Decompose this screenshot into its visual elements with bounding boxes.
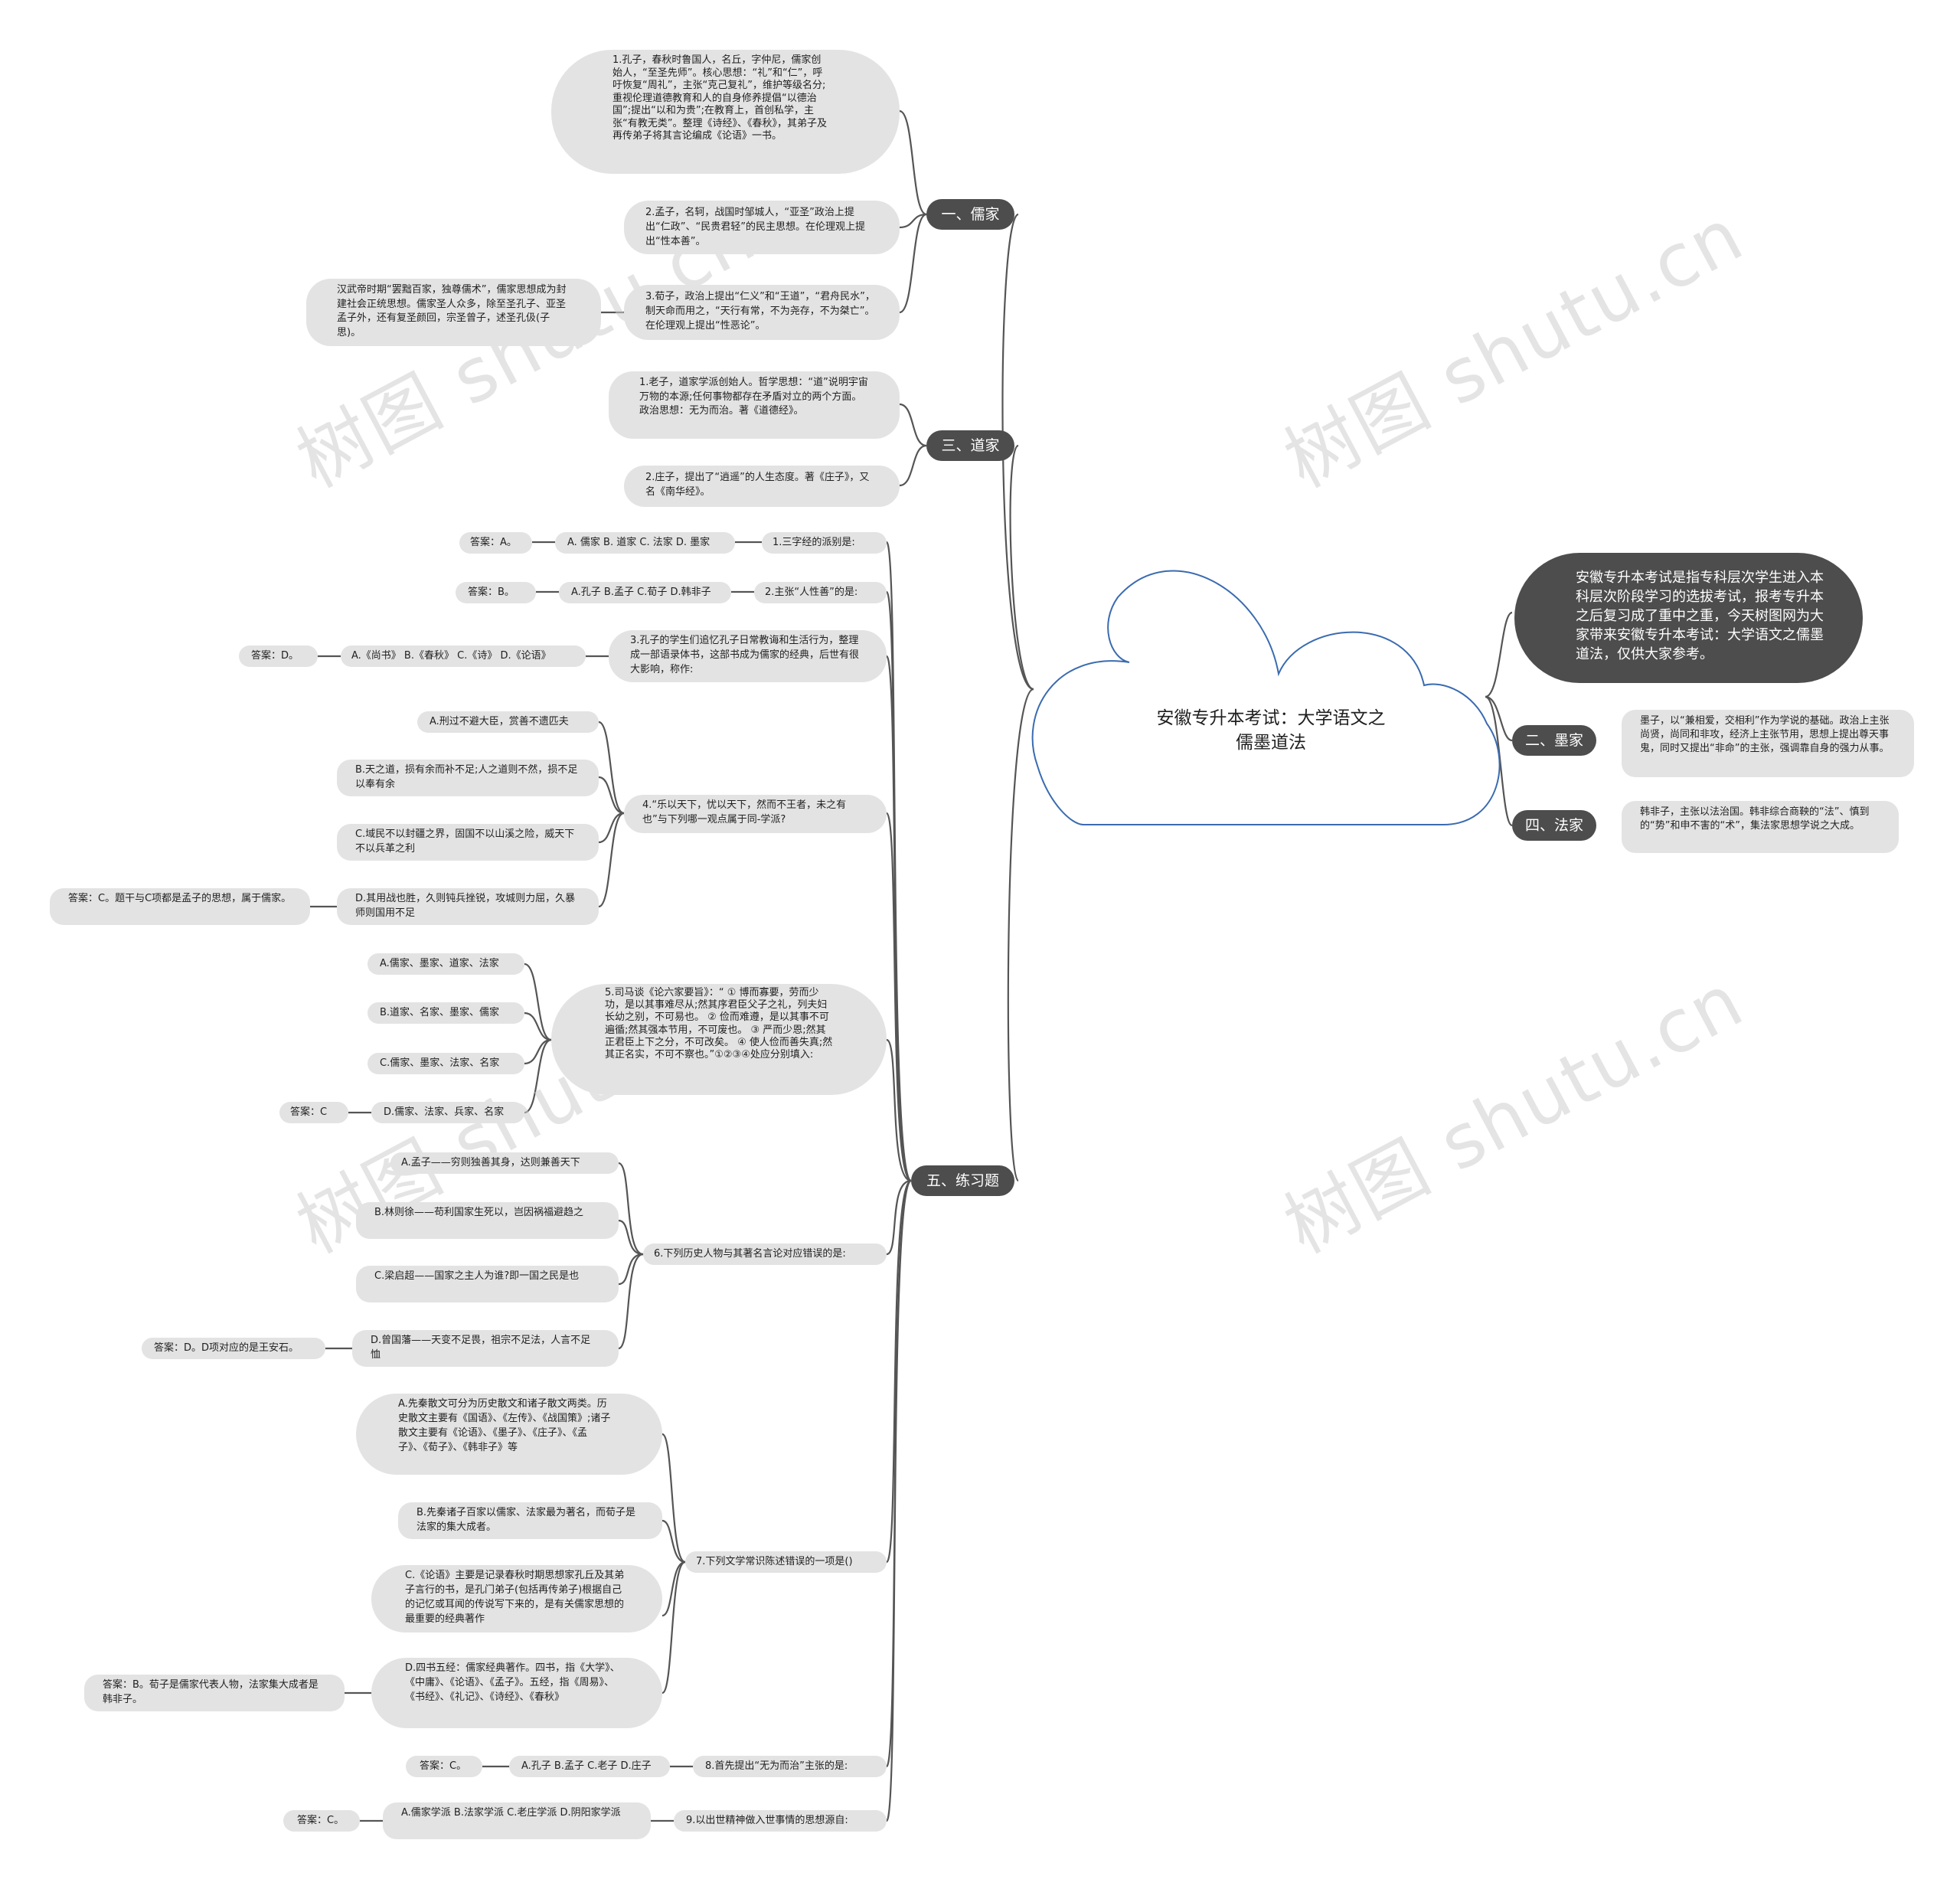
q7-option-c[interactable]: C.《论语》主要是记录春秋时期思想家孔丘及其弟子言行的书，是孔门弟子(包括再传弟… xyxy=(371,1565,662,1632)
q5-answer[interactable]: 答案：C xyxy=(279,1102,348,1123)
q5-option-d[interactable]: D.儒家、法家、兵家、名家 xyxy=(371,1102,524,1123)
q3-answer[interactable]: 答案：D。 xyxy=(239,645,318,667)
branch-rujia[interactable]: 一、儒家 xyxy=(926,199,1014,230)
q5-option-a[interactable]: A.儒家、墨家、道家、法家 xyxy=(368,953,524,975)
rujia-node-2[interactable]: 2.孟子，名轲，战国时邹城人，“亚圣”政治上提出“仁政”、“民贵君轻”的民主思想… xyxy=(624,201,900,254)
q4-option-a[interactable]: A.刑过不避大臣，赏善不遗匹夫 xyxy=(417,711,599,733)
mojia-node[interactable]: 墨子，以“兼相爱，交相利”作为学说的基础。政治上主张尚贤，尚同和非攻，经济上主张… xyxy=(1622,710,1914,777)
q9-question[interactable]: 9.以出世精神做入世事情的思想源自: xyxy=(674,1810,887,1832)
q5-question[interactable]: 5.司马谈《论六家要旨》：“ ① 博而寡要，劳而少功，是以其事难尽从;然其序君臣… xyxy=(551,984,887,1095)
q7-option-d[interactable]: D.四书五经：儒家经典著作。四书，指《大学》、《中庸》、《论语》、《孟子》。五经… xyxy=(371,1658,662,1728)
rujia-node-3[interactable]: 3.荀子，政治上提出“仁义”和“王道”，“君舟民水”，制天命而用之，“天行有常，… xyxy=(624,285,900,340)
q1-options[interactable]: A. 儒家 B. 道家 C. 法家 D. 墨家 xyxy=(555,532,735,554)
q6-option-c[interactable]: C.梁启超——国家之主人为谁?即一国之民是也 xyxy=(356,1266,619,1302)
q7-answer[interactable]: 答案：B。荀子是儒家代表人物，法家集大成者是韩非子。 xyxy=(84,1675,345,1711)
q6-option-a[interactable]: A.孟子——穷则独善其身，达则兼善天下 xyxy=(390,1152,619,1174)
q3-question[interactable]: 3.孔子的学生们追忆孔子日常教诲和生活行为，整理成一部语录体书，这部书成为儒家的… xyxy=(609,630,887,682)
rujia-node-3-note[interactable]: 汉武帝时期“罢黜百家，独尊儒术”，儒家思想成为封建社会正统思想。儒家圣人众多，除… xyxy=(306,279,601,346)
q7-option-b[interactable]: B.先秦诸子百家以儒家、法家最为著名，而荀子是法家的集大成者。 xyxy=(398,1502,662,1539)
q2-options[interactable]: A.孔子 B.孟子 C.荀子 D.韩非子 xyxy=(559,582,731,603)
q1-question[interactable]: 1.三字经的派别是: xyxy=(762,532,887,554)
root-title[interactable]: 安徽专升本考试：大学语文之儒墨道法 xyxy=(1156,708,1386,753)
q1-answer[interactable]: 答案：A。 xyxy=(459,532,532,554)
q4-option-b[interactable]: B.天之道，损有余而补不足;人之道则不然，损不足以奉有余 xyxy=(337,760,599,796)
daojia-node-2[interactable]: 2.庄子，提出了“逍遥”的人生态度。著《庄子》，又名《南华经》。 xyxy=(624,466,900,507)
q2-question[interactable]: 2.主张“人性善”的是: xyxy=(754,582,887,603)
q5-option-c[interactable]: C.儒家、墨家、法家、名家 xyxy=(368,1053,524,1074)
q4-answer[interactable]: 答案：C。题干与C项都是孟子的思想，属于儒家。 xyxy=(50,888,310,925)
branch-exercises[interactable]: 五、练习题 xyxy=(911,1165,1014,1196)
q5-option-b[interactable]: B.道家、名家、墨家、儒家 xyxy=(368,1002,524,1024)
q4-option-d[interactable]: D.其用战也胜，久则钝兵挫锐，攻城则力屈，久暴师则国用不足 xyxy=(337,888,599,925)
intro-node[interactable]: 安徽专升本考试是指专科层次学生进入本科层次阶段学习的选拔考试，报考专升本之后复习… xyxy=(1514,553,1863,683)
q4-option-c[interactable]: C.域民不以封疆之界，固国不以山溪之险，威天下不以兵革之利 xyxy=(337,824,599,861)
q9-options[interactable]: A.儒家学派 B.法家学派 C.老庄学派 D.阴阳家学派 xyxy=(383,1802,651,1839)
q7-question[interactable]: 7.下列文学常识陈述错误的一项是() xyxy=(685,1551,887,1573)
q3-options[interactable]: A.《尚书》 B.《春秋》 C.《诗》 D.《论语》 xyxy=(341,645,586,667)
q8-options[interactable]: A.孔子 B.孟子 C.老子 D.庄子 xyxy=(509,1756,670,1777)
branch-mojia[interactable]: 二、墨家 xyxy=(1512,725,1596,756)
q6-answer[interactable]: 答案：D。D项对应的是王安石。 xyxy=(142,1338,325,1359)
fajia-node[interactable]: 韩非子，主张以法治国。韩非综合商鞅的“法”、慎到的“势”和申不害的“术”，集法家… xyxy=(1622,801,1899,853)
q8-question[interactable]: 8.首先提出“无为而治”主张的是: xyxy=(693,1756,887,1777)
daojia-node-1[interactable]: 1.老子，道家学派创始人。哲学思想：“道”说明宇宙万物的本源;任何事物都存在矛盾… xyxy=(609,371,900,439)
q4-question[interactable]: 4.“乐以天下，忧以天下，然而不王者，未之有也”与下列哪一观点属于同-学派? xyxy=(624,795,887,833)
branch-daojia[interactable]: 三、道家 xyxy=(926,430,1014,461)
q9-answer[interactable]: 答案：C。 xyxy=(283,1810,360,1832)
q8-answer[interactable]: 答案：C。 xyxy=(406,1756,482,1777)
q6-option-b[interactable]: B.林则徐——苟利国家生死以，岂因祸福避趋之 xyxy=(356,1202,619,1239)
rujia-node-1[interactable]: 1.孔子，春秋时鲁国人，名丘，字仲尼，儒家创始人，“至圣先师”。核心思想：“礼”… xyxy=(551,50,900,174)
q6-question[interactable]: 6.下列历史人物与其著名言论对应错误的是: xyxy=(643,1244,887,1265)
q6-option-d[interactable]: D.曾国藩——天变不足畏，祖宗不足法，人言不足恤 xyxy=(352,1330,619,1367)
q2-answer[interactable]: 答案：B。 xyxy=(456,582,536,603)
q7-option-a[interactable]: A.先秦散文可分为历史散文和诸子散文两类。历史散文主要有《国语》、《左传》、《战… xyxy=(356,1394,662,1475)
branch-fajia[interactable]: 四、法家 xyxy=(1512,810,1596,841)
root-cloud-shape xyxy=(1031,570,1501,825)
